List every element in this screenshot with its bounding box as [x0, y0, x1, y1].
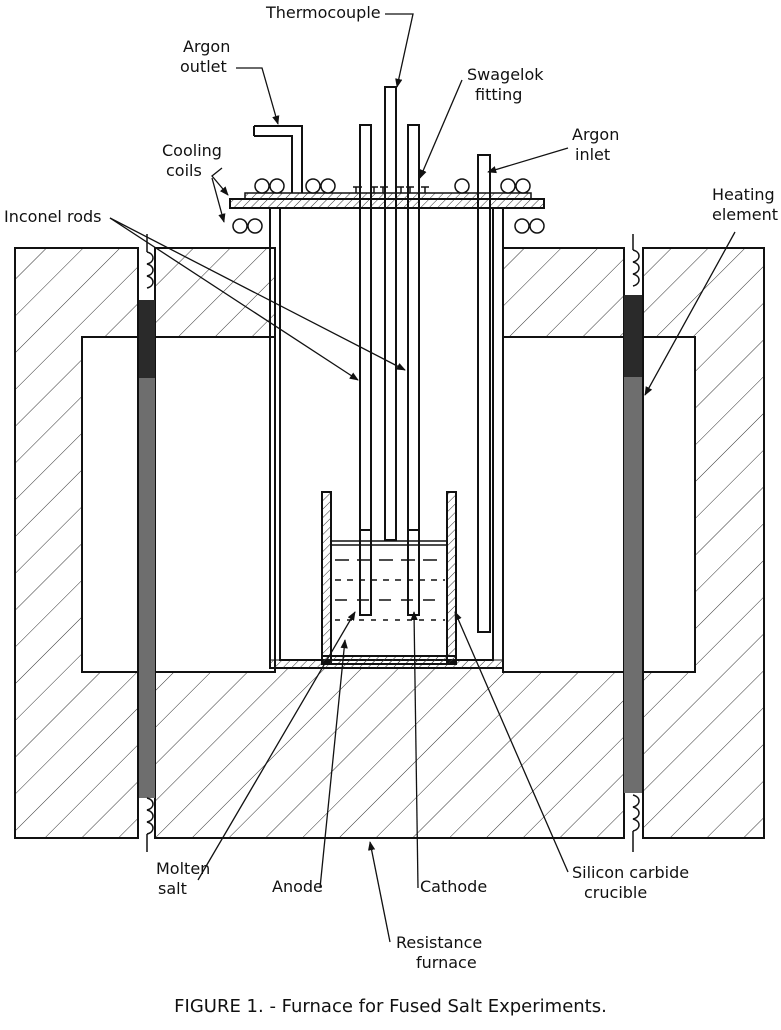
tube-flange — [229, 198, 545, 209]
furnace-floor — [154, 667, 625, 839]
label-cooling-coils-2: coils — [166, 161, 202, 180]
heating-element-left-dark — [139, 300, 155, 378]
argon-inlet-pipe — [477, 154, 491, 633]
label-crucible-2: crucible — [584, 883, 648, 902]
label-argon-inlet-1: Argon — [572, 125, 620, 144]
thermocouple — [384, 86, 397, 541]
label-argon-inlet-2: inlet — [575, 145, 611, 164]
heating-element-right — [624, 295, 642, 793]
crucible — [321, 491, 457, 665]
furnace-tube — [269, 208, 504, 669]
label-swagelok-1: Swagelok — [467, 65, 544, 84]
inconel-rods — [359, 124, 420, 531]
furnace-chamber-left — [154, 336, 276, 673]
label-heating-element-2: element — [712, 205, 778, 224]
label-thermocouple: Thermocouple — [266, 3, 381, 22]
furnace-chamber-right — [502, 336, 625, 673]
leader-lines — [109, 13, 736, 943]
label-resistance-furnace-2: furnace — [416, 953, 477, 972]
furnace-insulation-right — [642, 247, 765, 839]
label-cathode: Cathode — [420, 877, 488, 896]
label-argon-outlet-1: Argon — [183, 37, 231, 56]
label-crucible-1: Silicon carbide — [572, 863, 690, 882]
label-swagelok-2: fitting — [475, 85, 523, 104]
label-argon-outlet-2: outlet — [180, 57, 227, 76]
label-inconel-rods: Inconel rods — [4, 207, 102, 226]
tube-lid — [244, 192, 532, 200]
furnace-insulation-top-left — [154, 247, 276, 338]
figure-caption: FIGURE 1. - Furnace for Fused Salt Exper… — [174, 996, 607, 1017]
label-heating-element-1: Heating — [712, 185, 775, 204]
heating-element-terminals — [146, 234, 640, 852]
swagelok-fittings — [353, 186, 429, 193]
argon-outlet-pipe — [253, 125, 303, 193]
cooling-coils — [232, 178, 545, 234]
label-anode: Anode — [272, 877, 323, 896]
label-resistance-furnace-1: Resistance — [396, 933, 483, 952]
furnace-diagram — [14, 13, 765, 943]
heating-element-left — [139, 300, 155, 798]
label-molten-salt-2: salt — [158, 879, 187, 898]
heating-element-right-dark — [624, 295, 642, 377]
electrodes — [359, 530, 420, 616]
molten-salt — [331, 540, 447, 621]
label-cooling-coils-1: Cooling — [162, 141, 222, 160]
label-molten-salt-1: Molten — [156, 859, 211, 878]
furnace-insulation-top-right — [502, 247, 625, 338]
furnace-insulation-left — [14, 247, 139, 839]
